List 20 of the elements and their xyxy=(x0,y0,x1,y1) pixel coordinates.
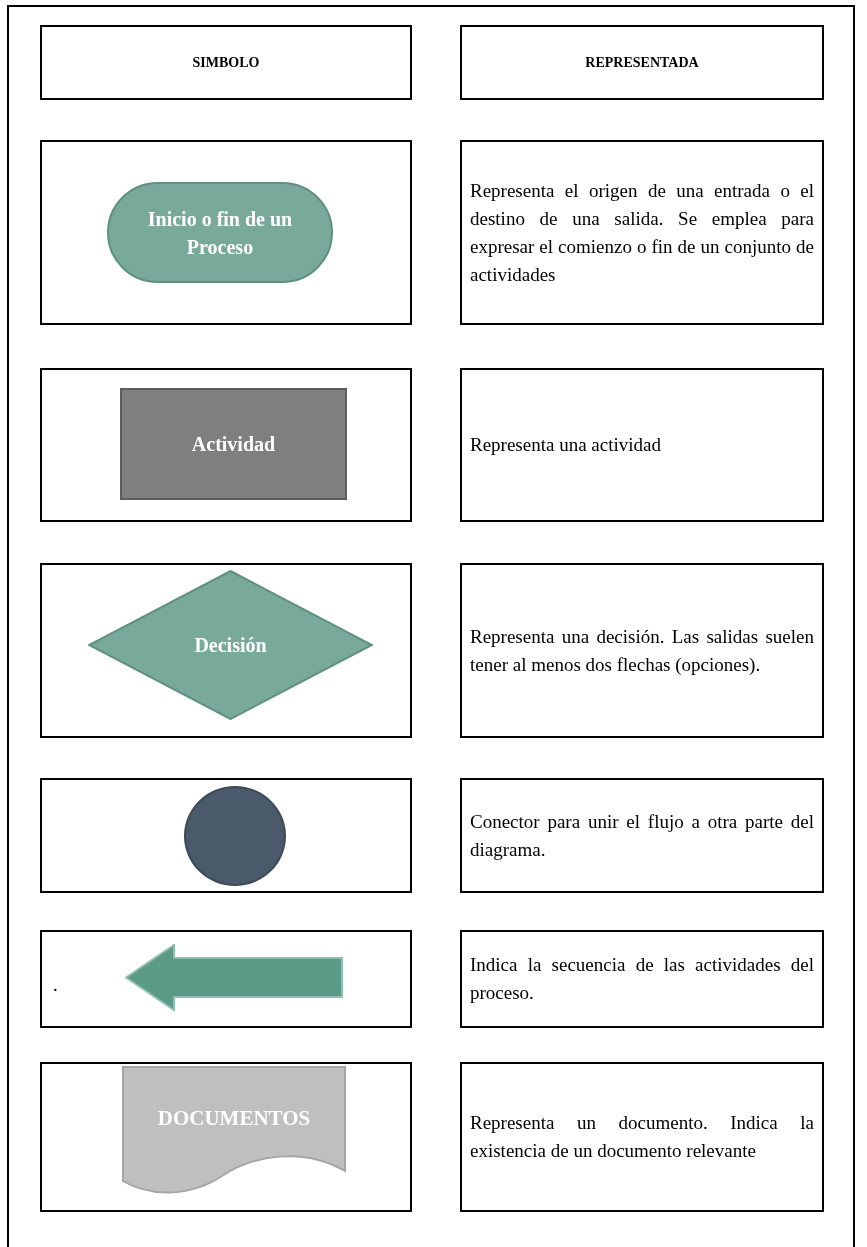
symbol-panel xyxy=(40,1062,412,1212)
symbol-panel xyxy=(40,563,412,738)
column-header: SIMBOLO xyxy=(40,25,412,100)
terminal-shape: Inicio o fin de un Proceso xyxy=(107,182,333,283)
symbol-panel xyxy=(40,930,412,1028)
symbol-panel xyxy=(40,140,412,325)
description-panel: Representa una decisión. Las salidas suelen tener al menos dos flechas (opciones). xyxy=(460,563,824,738)
description-panel: Representa un documento. Indica la existencia de un documento relevante xyxy=(460,1062,824,1212)
description-panel: Representa el origen de una entrada o el destino de una salida. Se emplea para expresar el comienzo o fin de un conjunto de actividades xyxy=(460,140,824,325)
page-frame xyxy=(7,5,855,1247)
symbol-panel xyxy=(40,368,412,522)
description-panel: Indica la secuencia de las actividades del proceso. xyxy=(460,930,824,1028)
symbol-panel xyxy=(40,778,412,893)
period-mark: . xyxy=(53,974,58,996)
activity-rectangle: Actividad xyxy=(120,388,347,500)
column-header: REPRESENTADA xyxy=(460,25,824,100)
description-panel: Representa una actividad xyxy=(460,368,824,522)
block-arrow xyxy=(125,944,343,1011)
description-panel: Conector para unir el flujo a otra parte del diagrama. xyxy=(460,778,824,893)
decision-diamond: Decisión xyxy=(88,570,373,720)
